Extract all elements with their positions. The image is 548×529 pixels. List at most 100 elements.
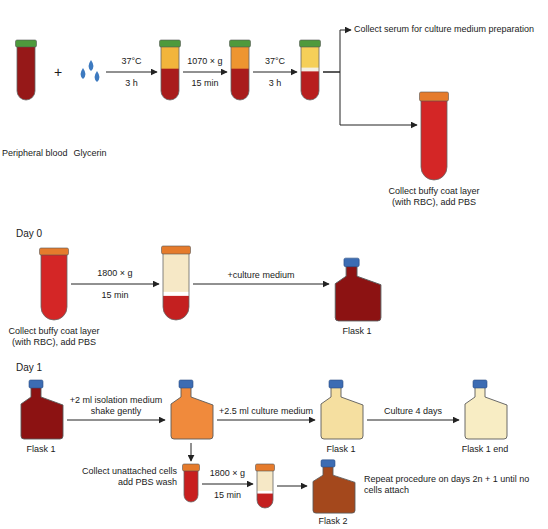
tube-content <box>16 46 36 101</box>
flask-cap <box>329 380 343 388</box>
glycerin-drop <box>81 68 86 79</box>
flask-cap <box>344 258 359 267</box>
shape-outline <box>318 378 364 440</box>
culture-flask: Flask 2Repeat procedure on days 2n + 1 u… <box>310 458 356 514</box>
arrow-connector <box>71 284 159 285</box>
edge-label: +2.5 ml culture medium <box>219 406 313 417</box>
arrow-connector <box>106 72 157 73</box>
flask-cap <box>473 380 487 388</box>
shape-outline <box>18 378 64 440</box>
arrow-connector <box>202 484 253 485</box>
node-caption: Flask 1 <box>306 444 376 455</box>
culture-flask: Flask 1 end <box>462 378 508 440</box>
glycerin-drop <box>89 60 94 71</box>
node-caption: Flask 1 end <box>450 444 520 455</box>
tube-outline <box>421 100 447 180</box>
tube-content <box>420 100 448 181</box>
tube-content <box>162 292 190 297</box>
flask-body <box>321 387 363 439</box>
flask-body <box>465 387 507 439</box>
tube-content <box>300 46 320 68</box>
arrow-connector <box>253 72 297 73</box>
tube-content <box>256 494 274 509</box>
shape-outline <box>77 60 103 84</box>
shape-outline <box>256 464 274 508</box>
shape-outline <box>160 40 180 100</box>
shape-outline <box>310 458 356 514</box>
node-caption: Collect serum for culture medium prepara… <box>354 24 540 35</box>
shape-outline <box>16 40 36 100</box>
centrifuged-tube <box>162 246 190 320</box>
node-caption: Collect buffy coat layer (with RBC), add… <box>382 186 486 208</box>
tube-content <box>230 69 250 101</box>
flask-cap <box>321 460 335 467</box>
day-label: Day 0 <box>16 228 42 239</box>
edge-label: 1070 × g 15 min <box>185 50 226 94</box>
arrow-connector <box>367 420 459 421</box>
tube-cap <box>162 246 191 254</box>
tube-content <box>160 69 180 101</box>
tube-cap <box>40 248 69 255</box>
edge-label: 37°C 3 h <box>263 50 288 94</box>
node-caption: Flask 1 <box>322 326 392 337</box>
culture-flask: Flask 1 <box>18 378 64 440</box>
arrow-connector <box>277 486 307 487</box>
buffy-coat-tube: Collect buffy coat layer (with RBC), add… <box>40 248 68 320</box>
tube-cap <box>183 464 200 471</box>
edge-label: Culture 4 days <box>384 406 442 417</box>
node-caption: Collect unattached cells add PBS wash <box>73 466 177 488</box>
flask-body <box>21 387 63 439</box>
tube-outline <box>257 470 273 508</box>
tube-outline <box>17 46 35 100</box>
culture-flask <box>168 378 214 440</box>
flask-body <box>335 266 381 321</box>
tube-outline <box>231 46 249 100</box>
tube-cap <box>16 40 37 47</box>
tube-outline <box>41 254 67 320</box>
arrow-connector <box>67 420 165 421</box>
day-label: Day 1 <box>16 362 42 373</box>
arrow-connector <box>323 72 417 125</box>
tube-cap <box>160 40 181 47</box>
arrow-connector <box>193 284 329 285</box>
shape-outline <box>40 248 68 320</box>
shape-outline <box>300 40 320 100</box>
flask-body <box>171 387 213 439</box>
arrow-connector <box>191 443 192 461</box>
tube-content <box>300 68 320 72</box>
node-caption: Glycerin <box>65 148 115 159</box>
shape-outline <box>332 256 382 322</box>
tube-outline <box>163 253 189 320</box>
blood-tube: Peripheral blood <box>16 40 36 100</box>
centrifuged-tube <box>256 464 274 508</box>
tube-cap <box>300 40 321 47</box>
shape-outline <box>183 464 199 502</box>
glycerin-drop <box>95 71 100 82</box>
tube-content <box>230 46 250 69</box>
plus-sign: + <box>54 64 62 80</box>
tube-cap <box>256 464 275 471</box>
incubated-tube <box>160 40 180 100</box>
text-node: Collect serum for culture medium prepara… <box>354 24 540 36</box>
arrow-connector <box>217 420 315 421</box>
small-tube: Collect unattached cells add PBS wash <box>183 464 199 502</box>
tube-content <box>162 253 190 292</box>
arrow-connector <box>183 72 227 73</box>
shape-outline <box>168 378 214 440</box>
culture-flask: Flask 1 <box>332 256 382 322</box>
tube-content <box>160 46 180 69</box>
tube-content <box>162 296 190 321</box>
shape-outline <box>462 378 508 440</box>
centrifuged-tube <box>230 40 250 100</box>
flask-body <box>313 466 355 513</box>
edge-label: 1800 × g 15 min <box>95 262 136 306</box>
flask-cap <box>179 380 193 388</box>
node-caption: Collect buffy coat layer (with RBC), add… <box>2 326 106 348</box>
tube-content <box>256 470 274 491</box>
edge-label: +2 ml isolation medium shake gently <box>62 395 170 417</box>
node-caption: Flask 2 <box>298 516 368 527</box>
tube-cap <box>230 40 251 47</box>
edge-label: +culture medium <box>228 270 295 281</box>
arrow-connector <box>323 30 351 72</box>
